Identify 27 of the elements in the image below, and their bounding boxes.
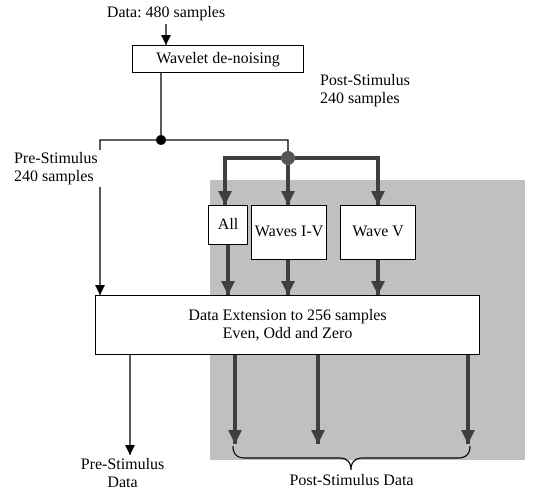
arrow xyxy=(311,355,325,444)
box-label: Wave V xyxy=(352,223,404,242)
box-label: Waves I-V xyxy=(254,223,324,242)
box-label: All xyxy=(218,216,238,234)
arrow xyxy=(295,156,385,205)
arrow xyxy=(125,355,135,455)
box-label: Data Extension to 256 samples xyxy=(188,306,387,325)
junction-dot xyxy=(281,151,295,165)
process-box xyxy=(132,45,304,73)
box-label: Wavelet de-noising xyxy=(156,50,280,68)
box-label: Even, Odd and Zero xyxy=(222,325,352,344)
process-box xyxy=(208,205,248,245)
arrow xyxy=(218,156,281,205)
flow-text: Pre-Stimulus Data xyxy=(75,455,170,493)
process-box xyxy=(95,295,480,355)
arrow xyxy=(371,260,385,295)
arrow xyxy=(161,24,171,45)
junction-dot xyxy=(156,135,166,145)
arrow xyxy=(221,245,235,295)
process-box xyxy=(251,205,327,260)
arrow xyxy=(461,355,475,444)
flow-text: Data: 480 samples xyxy=(95,2,237,24)
process-box xyxy=(340,205,416,260)
arrow xyxy=(281,260,295,295)
arrow xyxy=(228,355,242,444)
brace-label: Post-Stimulus Data xyxy=(289,472,414,490)
arrow xyxy=(281,165,295,205)
